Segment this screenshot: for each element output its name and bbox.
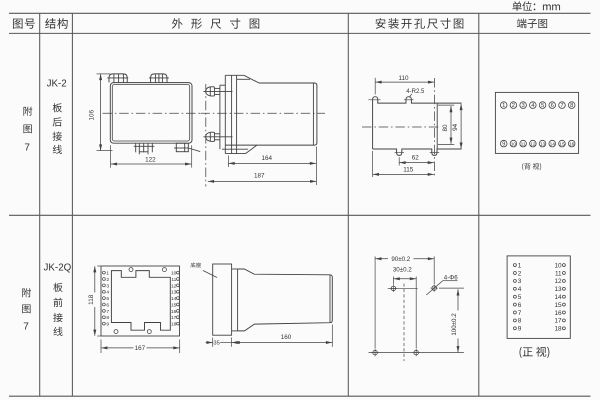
svg-text:5: 5 — [518, 294, 522, 301]
svg-text:9: 9 — [502, 142, 505, 148]
svg-text:1: 1 — [518, 262, 522, 269]
svg-text:13: 13 — [540, 142, 546, 148]
svg-text:18: 18 — [171, 322, 177, 328]
svg-text:4-R2.5: 4-R2.5 — [406, 89, 425, 95]
svg-text:7: 7 — [518, 310, 522, 317]
svg-text:110: 110 — [398, 75, 409, 82]
svg-text:JK-2: JK-2 — [47, 79, 67, 90]
svg-text:13: 13 — [171, 290, 177, 296]
svg-text:94: 94 — [452, 123, 459, 131]
svg-text:16: 16 — [171, 309, 177, 315]
svg-text:15: 15 — [559, 142, 565, 148]
svg-text:4: 4 — [106, 290, 109, 296]
svg-text:3: 3 — [518, 278, 522, 285]
svg-text:115: 115 — [403, 167, 414, 174]
svg-text:3: 3 — [522, 103, 525, 109]
svg-text:164: 164 — [262, 155, 273, 162]
svg-text:2: 2 — [518, 270, 522, 277]
svg-text:7: 7 — [23, 322, 29, 333]
svg-text:11: 11 — [521, 142, 526, 148]
svg-text:15: 15 — [171, 302, 177, 308]
svg-text:7: 7 — [106, 309, 109, 315]
svg-text:3: 3 — [106, 283, 109, 289]
svg-text:8: 8 — [106, 315, 109, 321]
svg-text:90±0.2: 90±0.2 — [391, 256, 410, 263]
svg-text:9: 9 — [106, 322, 109, 328]
svg-text:12: 12 — [171, 283, 177, 289]
svg-text:7: 7 — [24, 143, 30, 154]
svg-text:80: 80 — [442, 124, 449, 132]
svg-text:10: 10 — [171, 271, 177, 277]
svg-text:15: 15 — [554, 302, 562, 309]
svg-text:12: 12 — [530, 142, 536, 148]
svg-text:8: 8 — [570, 103, 573, 109]
svg-text:9: 9 — [518, 326, 522, 333]
svg-text:1: 1 — [106, 271, 109, 277]
svg-text:30±0.2: 30±0.2 — [393, 266, 412, 273]
svg-text:2: 2 — [106, 277, 109, 283]
svg-text:187: 187 — [254, 173, 265, 180]
svg-text:4: 4 — [531, 103, 535, 109]
svg-text:16: 16 — [554, 310, 562, 317]
svg-text:4-Φ6: 4-Φ6 — [444, 274, 458, 281]
svg-text:106: 106 — [89, 109, 96, 120]
svg-text:1: 1 — [502, 103, 505, 109]
svg-text:12: 12 — [554, 278, 562, 285]
svg-text:167: 167 — [135, 345, 146, 352]
svg-text:2: 2 — [512, 103, 515, 109]
svg-text:14: 14 — [554, 294, 562, 301]
svg-text:6: 6 — [551, 103, 554, 109]
svg-text:11: 11 — [555, 270, 562, 277]
svg-text:4: 4 — [518, 286, 522, 293]
svg-text:122: 122 — [145, 157, 156, 164]
svg-text:8: 8 — [518, 318, 522, 325]
svg-text:5: 5 — [106, 296, 109, 302]
svg-text:18: 18 — [554, 326, 562, 333]
svg-text:100±0.2: 100±0.2 — [451, 313, 458, 336]
svg-text:10: 10 — [554, 262, 562, 269]
svg-text:6: 6 — [106, 302, 109, 308]
svg-text:16: 16 — [569, 142, 575, 148]
svg-text:17: 17 — [171, 315, 177, 321]
svg-text:5: 5 — [541, 103, 544, 109]
svg-text:7: 7 — [560, 103, 563, 109]
svg-text:13: 13 — [554, 286, 562, 293]
svg-text:17: 17 — [554, 318, 562, 325]
svg-text:14: 14 — [550, 142, 556, 148]
svg-text:11: 11 — [171, 277, 176, 283]
svg-text:JK-2Q: JK-2Q — [44, 263, 72, 274]
svg-text:10: 10 — [511, 142, 517, 148]
svg-text:62: 62 — [412, 155, 420, 162]
svg-text:35: 35 — [213, 340, 219, 346]
svg-text:14: 14 — [171, 296, 177, 302]
svg-text:118: 118 — [88, 294, 95, 305]
svg-text:6: 6 — [518, 302, 522, 309]
svg-text:160: 160 — [281, 334, 292, 341]
